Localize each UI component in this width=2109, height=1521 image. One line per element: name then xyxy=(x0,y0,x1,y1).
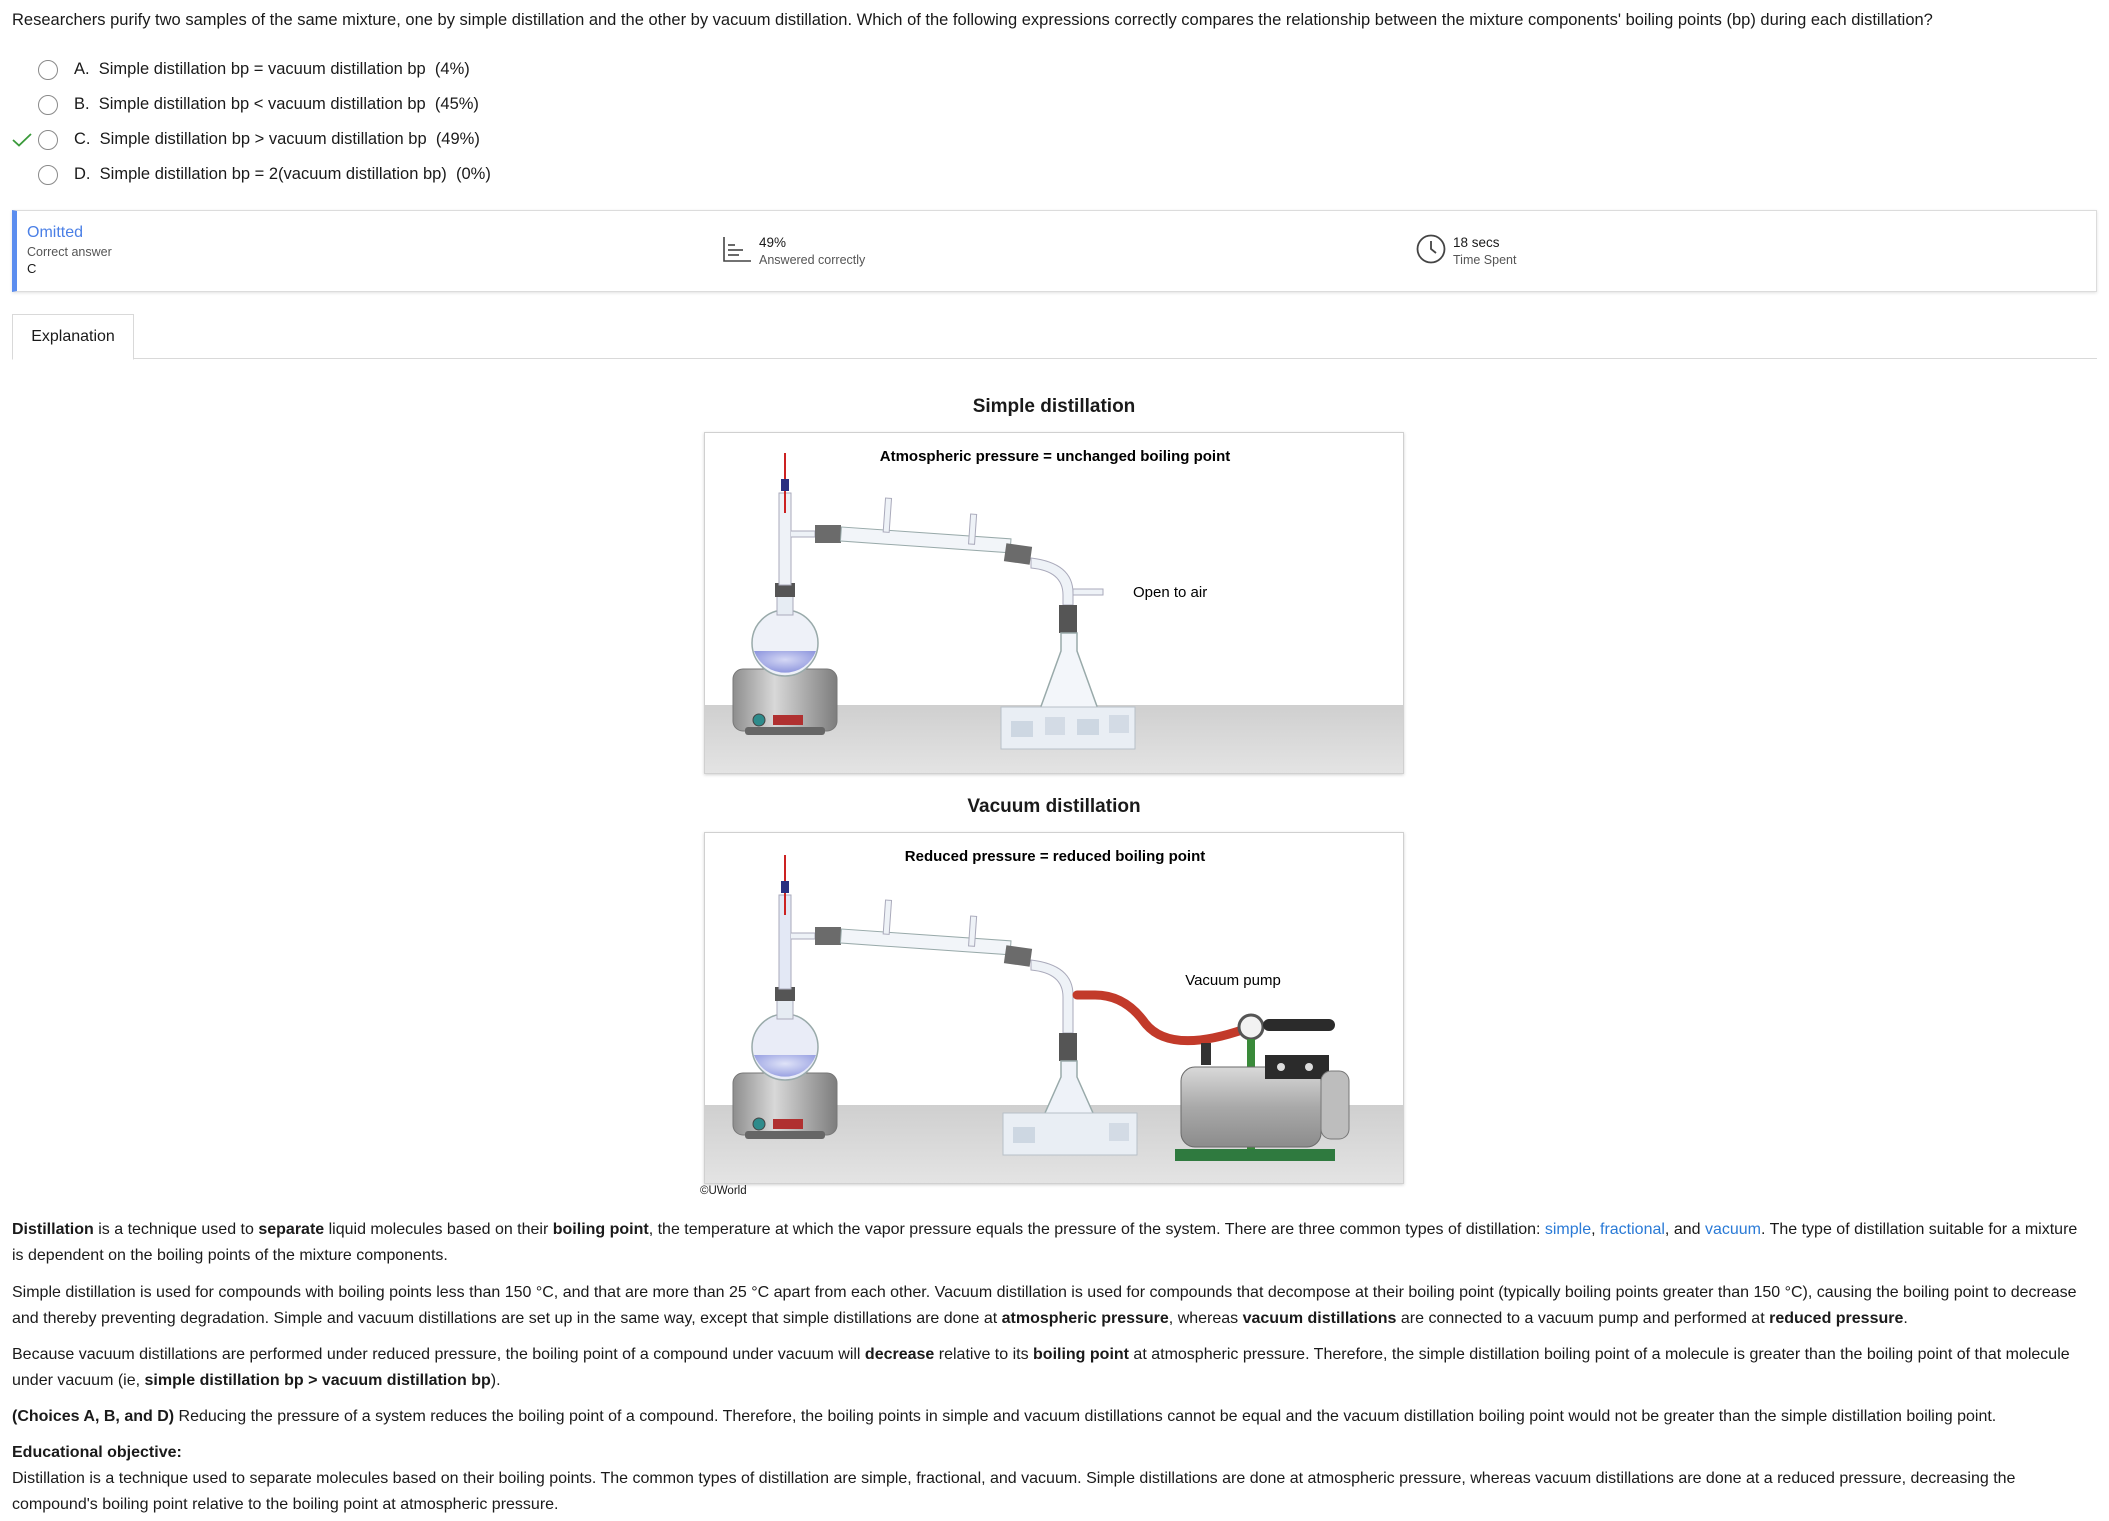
tab-explanation[interactable]: Explanation xyxy=(12,314,134,360)
radio-button[interactable] xyxy=(38,95,58,115)
simple-distillation-title: Simple distillation xyxy=(972,396,1136,417)
correct-answer-value: C xyxy=(27,261,37,276)
clock-icon xyxy=(1416,234,1446,264)
radio-button[interactable] xyxy=(38,165,58,185)
choice-label: C. Simple distillation bp > vacuum disti… xyxy=(74,130,480,148)
explanation-paragraph-3: Because vacuum distillations are perform… xyxy=(12,1346,2070,1389)
radio-button[interactable] xyxy=(38,60,58,80)
correct-answer-label: Correct answer xyxy=(27,245,112,259)
checkmark-icon xyxy=(12,133,32,147)
explanation-paragraph-2: Simple distillation is used for compound… xyxy=(12,1284,2077,1327)
percent-label: Answered correctly xyxy=(759,253,866,267)
results-bar: Omitted Correct answer C 49% Answered co… xyxy=(12,210,2097,292)
choice-label: D. Simple distillation bp = 2(vacuum dis… xyxy=(74,165,491,183)
open-to-air-label: Open to air xyxy=(1133,584,1207,601)
bar-chart-icon xyxy=(723,237,751,262)
choice-label: A. Simple distillation bp = vacuum disti… xyxy=(74,60,470,78)
vacuum-distillation-title: Vacuum distillation xyxy=(967,796,1141,817)
educational-objective: Educational objective: Distillation is a… xyxy=(12,1440,2092,1518)
time-value: 18 secs xyxy=(1453,235,1500,250)
link-vacuum[interactable]: vacuum xyxy=(1704,1221,1761,1238)
status-omitted: Omitted xyxy=(27,224,84,241)
radio-button[interactable] xyxy=(38,130,58,150)
percent-value: 49% xyxy=(759,235,787,250)
tab-bar: Explanation xyxy=(12,314,2097,360)
simple-caption: Atmospheric pressure = unchanged boiling… xyxy=(880,448,1230,465)
vacuum-caption: Reduced pressure = reduced boiling point xyxy=(905,848,1205,865)
explanation-paragraph-4: (Choices A, B, and D) Reducing the press… xyxy=(12,1408,1997,1425)
simple-distillation-diagram: Atmospheric pressure = unchanged boiling… xyxy=(704,432,1404,774)
copyright: ©UWorld xyxy=(700,1185,747,1197)
link-fractional[interactable]: fractional xyxy=(1600,1221,1665,1238)
objective-title: Educational objective: xyxy=(12,1444,182,1461)
vacuum-distillation-diagram: Reduced pressure = reduced boiling point xyxy=(704,832,1404,1184)
vacuum-pump-label: Vacuum pump xyxy=(1185,972,1281,989)
answer-status: Omitted Correct answer C xyxy=(27,223,112,277)
choice-label: B. Simple distillation bp < vacuum disti… xyxy=(74,95,479,113)
time-label: Time Spent xyxy=(1453,253,1517,267)
explanation-paragraph-1: Distillation is a technique used to sepa… xyxy=(12,1221,2078,1264)
question-stem: Researchers purify two samples of the sa… xyxy=(12,11,1933,29)
objective-text: Distillation is a technique used to sepa… xyxy=(12,1470,2016,1513)
link-simple[interactable]: simple xyxy=(1544,1221,1592,1238)
